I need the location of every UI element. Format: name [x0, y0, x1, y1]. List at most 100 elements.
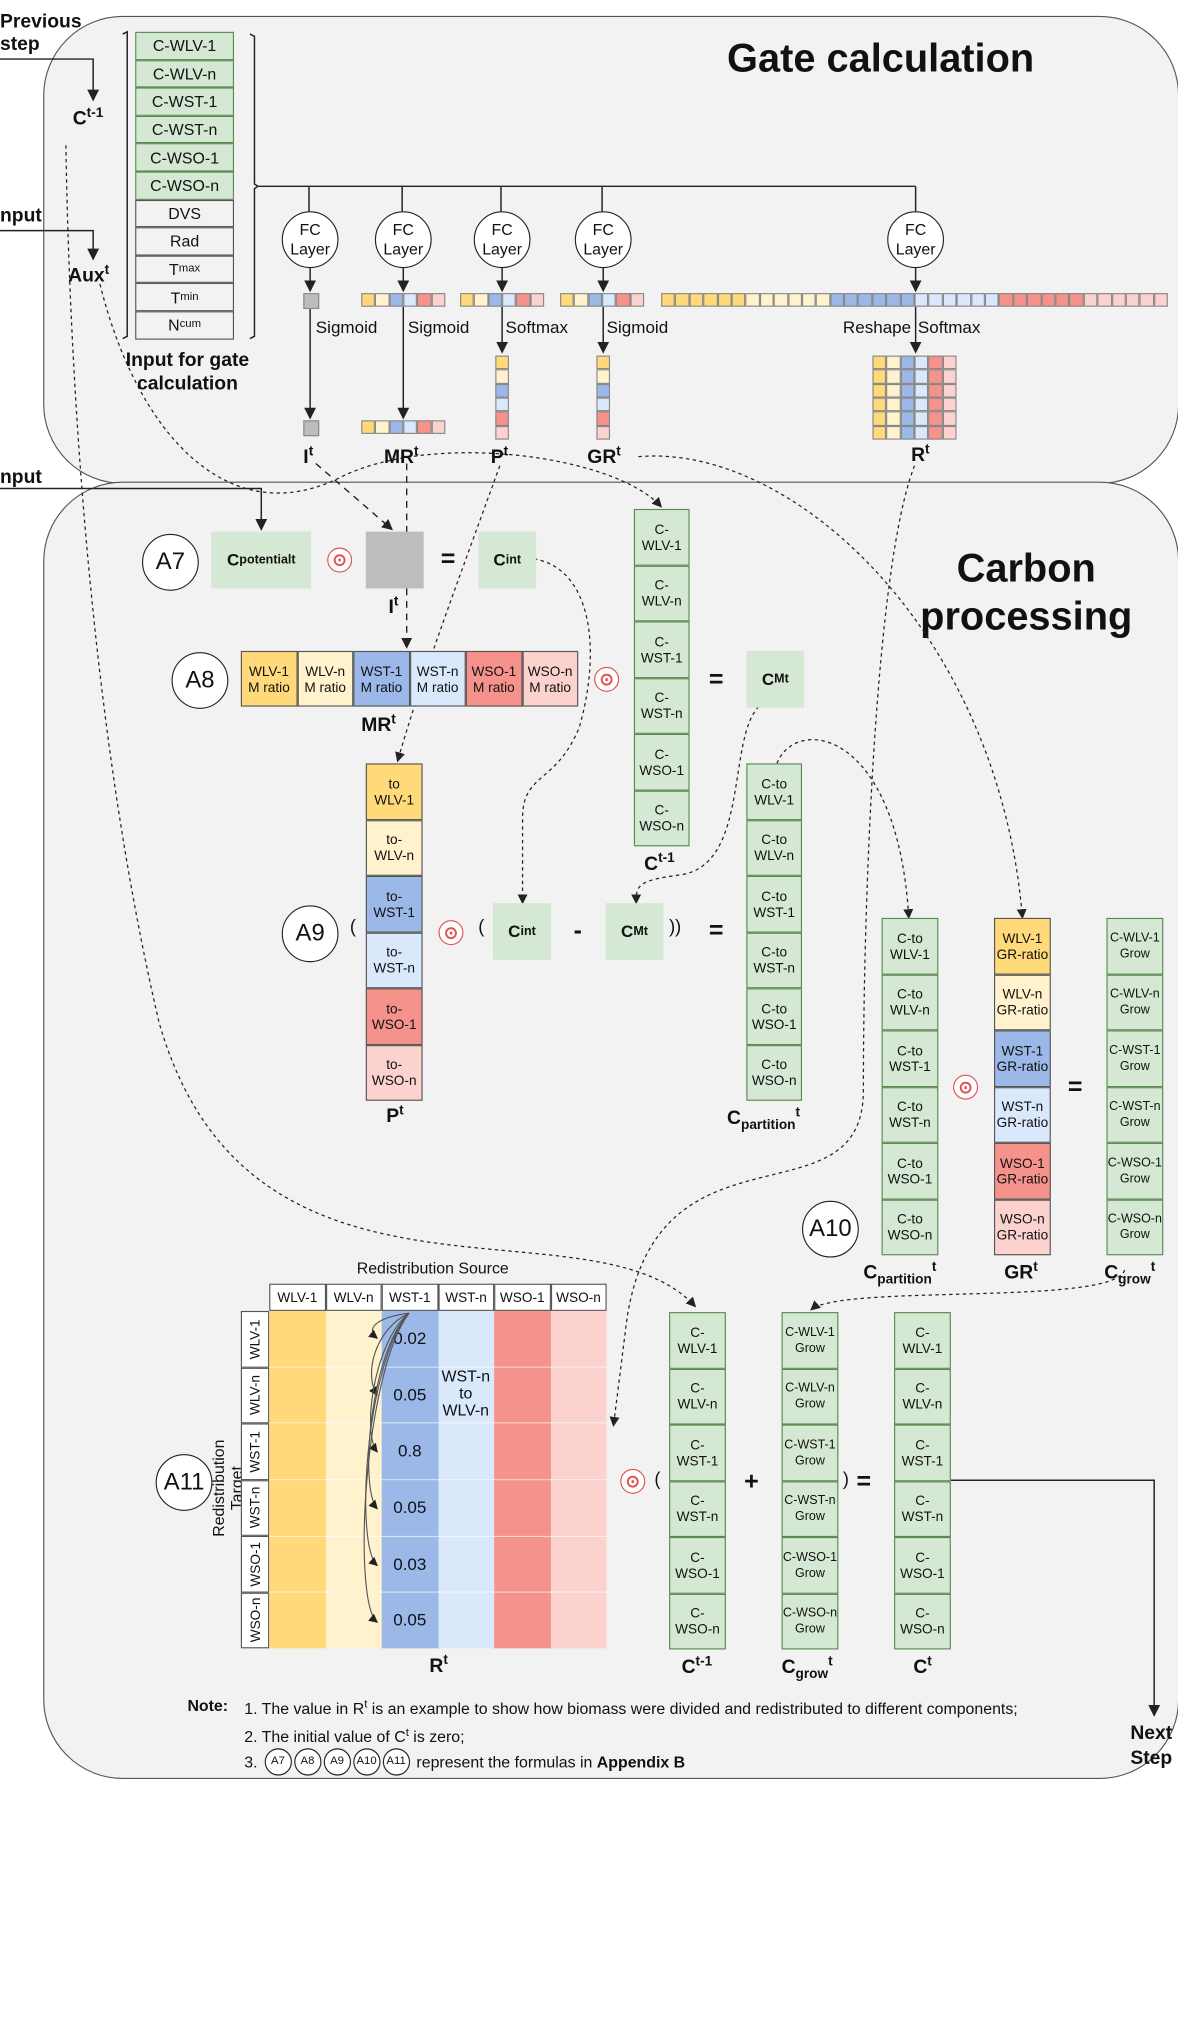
r-table-cell — [325, 1480, 382, 1537]
mr-gate-strip — [361, 420, 446, 434]
r-raw-seg — [787, 293, 802, 307]
gr-column-label: GRt — [1004, 1258, 1038, 1284]
c-prev-label: Ct-1 — [73, 105, 104, 131]
cell-text: C-to — [761, 944, 788, 961]
note-formula-tag-1: A8 — [293, 1748, 322, 1776]
r-grid-cell — [886, 355, 901, 370]
r-table-row-header-4: WSO-1 — [240, 1535, 270, 1593]
cell-text: GR-ratio — [996, 946, 1049, 962]
cell-text: C-to — [897, 1155, 923, 1171]
cell-text: C- — [654, 689, 669, 706]
r-grid-cell — [942, 383, 957, 398]
r-grid-cell — [900, 411, 915, 426]
cell-text: C- — [654, 802, 669, 819]
gate-aux-cell-1: Rad — [135, 227, 235, 256]
r-table-cell — [494, 1593, 551, 1649]
gate-input-caption-line2: calculation — [136, 372, 238, 395]
r-raw-seg — [815, 293, 831, 307]
cell-content: C-WST-1 — [902, 1437, 944, 1469]
cell-text: C- — [654, 577, 669, 594]
previous-line2: step — [0, 32, 40, 55]
note-line-1: 1. The value in Rt is an example to show… — [244, 1698, 1018, 1718]
r-table-cell — [550, 1367, 607, 1424]
cell-text: WST-n — [416, 662, 459, 679]
cell-5: C-WSO-n — [633, 790, 690, 847]
redistribution-value: 0.02 — [393, 1328, 427, 1349]
previous-line1: Previous — [0, 10, 82, 32]
cell-content: C-WST-1 — [641, 634, 683, 666]
sigmoid-label-gr: Sigmoid — [606, 318, 669, 338]
c-partition-label-a9: Cpartitiont — [727, 1104, 801, 1133]
cell-text: T — [170, 288, 181, 307]
cell-text: WSO-1 — [751, 1016, 797, 1033]
cell-text: Grow — [1119, 1059, 1150, 1074]
cell-text: WST-1 — [640, 649, 683, 666]
cell-text: WLV-n — [374, 847, 415, 864]
a8-equals: = — [708, 664, 724, 693]
r-raw-seg — [844, 293, 859, 307]
cell-text: Grow — [1119, 1228, 1150, 1242]
note-block: Note: 1. The value in Rt is an example t… — [187, 1693, 1018, 1776]
r-table-cell — [437, 1367, 495, 1424]
cell-text: C-to — [897, 1211, 923, 1228]
cell-text: Grow — [795, 1341, 825, 1355]
cell-text: Grow — [1119, 1115, 1150, 1130]
cell-text: WSO-1 — [471, 662, 517, 679]
r-grid-cell — [928, 355, 943, 370]
cell-text: C-WST-n — [1109, 1099, 1161, 1114]
gate-input-caption: Input for gate calculation — [118, 348, 257, 396]
r-table-cell — [437, 1423, 495, 1481]
cell-text: to- — [386, 888, 403, 904]
a11-close-paren: ) — [842, 1469, 849, 1490]
r-table-cell — [325, 1310, 382, 1368]
cell-text: M ratio — [248, 678, 290, 695]
cell-content: to-WST-1 — [373, 888, 415, 920]
hadamard-a7: ⊙ — [327, 547, 353, 573]
r-table-cell — [550, 1310, 607, 1368]
hadamard-a9: ⊙ — [438, 920, 464, 946]
cell-text: WST-1 — [360, 662, 403, 679]
r-table-cell: 0.03 — [381, 1536, 438, 1594]
i-gate-box — [365, 531, 424, 589]
r-gate-grid — [872, 355, 957, 440]
cell-text: Grow — [795, 1397, 825, 1412]
a9-close-paren: )) — [669, 917, 682, 938]
cell-content: C-WLV-n — [642, 577, 682, 609]
hadamard-a10: ⊙ — [953, 1074, 979, 1100]
cell-text: to- — [386, 1056, 403, 1073]
cell-text: C- — [915, 1324, 930, 1341]
cell-sub: min — [180, 290, 199, 303]
r-table-cell — [269, 1593, 326, 1649]
cell-text: WLV-n — [902, 1396, 943, 1413]
cell-3: C-WST-n — [669, 1480, 726, 1538]
cell-text: WST-1 — [676, 1452, 719, 1469]
